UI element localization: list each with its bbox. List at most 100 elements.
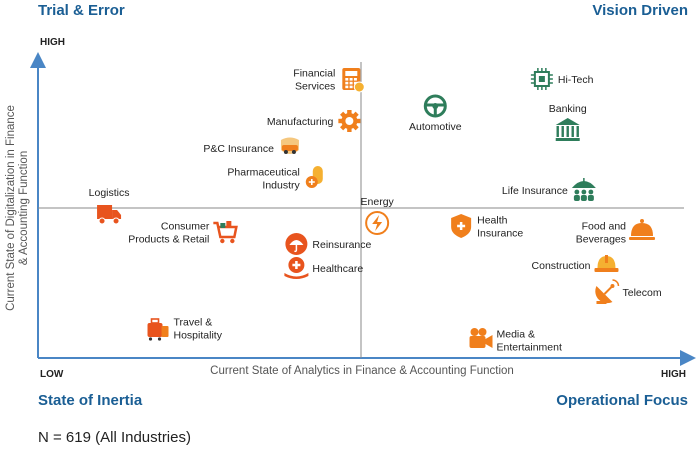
data-point-p-c-insurance: P&C Insurance [203,137,299,155]
y-axis-label: Current State of Digitalization in Finan… [5,105,30,311]
medical-cross-icon [284,257,309,279]
gear-icon-part [347,110,352,115]
bank-icon-part [566,126,569,137]
luggage-icon-part [157,337,162,341]
gear-icon-part [347,127,352,132]
quadrant-label-top-left: Trial & Error [38,2,125,19]
luggage-icon-part [148,337,153,341]
shopping-cart-icon-part [213,221,238,239]
calculator-icon [342,68,365,93]
satellite-dish-icon-part [595,286,613,304]
data-label-manufacturing: Manufacturing [267,116,334,128]
family-umbrella-icon-part [587,195,594,201]
hard-hat-icon-part [594,268,619,272]
luggage-icon [147,318,169,341]
shield-plus-icon-part [457,222,466,230]
lightning-icon [365,211,390,235]
camera-icon-part [485,335,493,348]
hard-hat-icon-part [604,255,608,263]
data-label-automotive: Automotive [409,121,462,133]
data-point-logistics: Logistics [89,187,130,225]
data-label-line: P&C Insurance [203,143,274,155]
food-cloche-icon-part [640,219,645,223]
quadrant-label-bottom-left: State of Inertia [38,392,143,409]
data-label-banking: Banking [549,103,587,115]
y-axis-label-line-1: Current State of Digitalization in Finan… [5,105,17,311]
bank-icon-part [576,126,579,137]
data-label-telecom: Telecom [622,287,661,299]
bank-icon-part [571,126,574,137]
data-label-line: Products & Retail [128,234,209,246]
data-point-healthcare: Healthcare [284,257,363,279]
gear-icon-part [345,117,354,125]
truck-icon-part [98,217,106,225]
data-label-line: Energy [361,196,395,208]
data-label-media-entertainment: Media &Entertainment [497,329,562,354]
lightning-icon-part [365,211,390,235]
data-label-line: Travel & [174,317,213,329]
luggage-icon-part [147,323,163,337]
x-axis-label: Current State of Analytics in Finance & … [210,365,514,377]
x-tick-low: LOW [40,369,64,380]
umbrella-icon-part [294,245,298,253]
bank-icon-part [561,126,564,137]
calculator-icon-part [345,78,349,81]
calculator-icon-part [345,71,358,76]
lightning-icon-part [372,215,383,231]
shopping-cart-icon [213,221,238,244]
data-label-line: Health [477,215,508,227]
y-tick-high: HIGH [40,37,65,48]
data-label-hi-tech: Hi-Tech [558,74,594,86]
bank-icon-part [555,138,580,141]
data-label-line: Manufacturing [267,116,334,128]
pill-icon-part [308,179,315,185]
data-point-construction: Construction [532,255,619,272]
luggage-icon-part [150,318,160,324]
data-label-line: Consumer [161,221,210,233]
steering-wheel-icon-part [426,103,445,115]
family-umbrella-icon-part [573,195,580,201]
data-label-line: Hospitality [174,330,223,342]
data-label-line: Automotive [409,121,462,133]
truck-icon-part [112,217,120,225]
luggage-icon-part [161,326,169,337]
data-point-energy: Energy [361,196,395,235]
chip-icon [530,68,553,90]
calculator-icon-part [349,78,353,81]
calculator-icon-part [345,81,349,85]
data-point-manufacturing: Manufacturing [267,110,361,132]
satellite-dish-icon-part [610,284,615,288]
shopping-cart-icon-part [220,238,225,244]
calculator-icon-part [353,81,365,93]
data-point-reinsurance: Reinsurance [285,233,372,255]
data-label-line: Healthcare [312,263,363,275]
quadrant-label-top-right: Vision Driven [592,2,688,19]
shield-plus-icon [451,214,472,238]
data-label-reinsurance: Reinsurance [312,239,371,251]
satellite-dish-icon-part [612,279,620,287]
food-cloche-icon-part [629,237,656,240]
data-point-media-entertainment: Media &Entertainment [469,328,562,354]
hard-hat-icon [594,255,619,272]
bank-icon-part [555,118,580,125]
gear-icon [338,110,361,132]
family-umbrella-icon-part [574,189,580,195]
calculator-icon-part [353,81,357,85]
data-label-line: Logistics [89,187,130,199]
camera-icon-part [478,328,487,336]
data-label-line: Reinsurance [312,239,371,251]
data-label-construction: Construction [532,260,591,272]
steering-wheel-icon [423,94,447,118]
data-label-line: Hi-Tech [558,74,594,86]
steering-wheel-icon-part [423,94,447,118]
family-umbrella-icon-part [581,189,587,195]
umbrella-icon [285,233,308,255]
calculator-icon-part [349,81,353,85]
calculator-icon-part [349,85,353,89]
